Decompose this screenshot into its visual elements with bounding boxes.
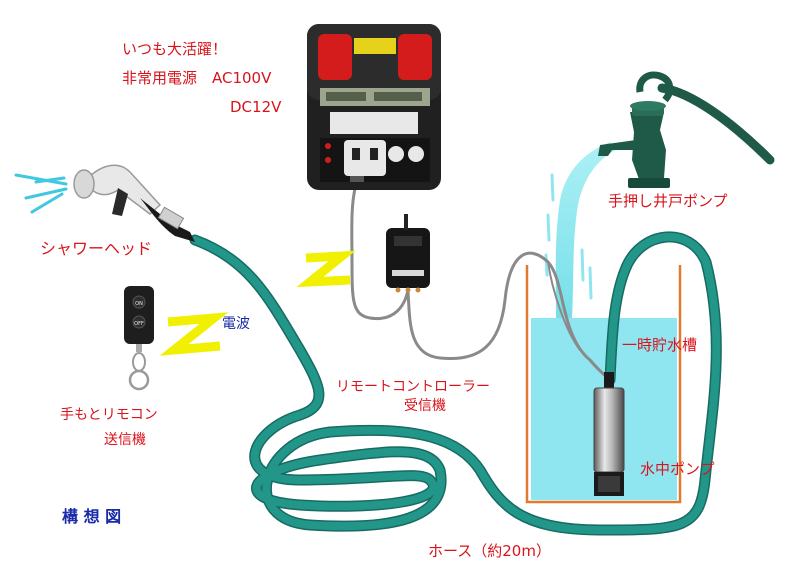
battery-dc-line: DC12V [230,98,282,116]
hose-label: ホース（約20m） [428,542,551,560]
water-stream [546,142,616,318]
shower-head [16,165,195,242]
battery-name-line: 非常用電源 AC100V [122,69,272,87]
radio-zigzag [168,256,350,350]
radio-wave-label: 電波 [222,316,250,332]
remote-hand-label-2: 送信機 [104,432,146,448]
receiver-label-1: リモートコントローラー [336,379,490,395]
storage-tank-label: 一時貯水槽 [622,336,697,354]
hand-pump [598,75,770,188]
remote-transmitter: ON OFF [124,286,154,389]
concept-title: 構 想 図 [62,507,121,526]
submersible-pump [594,372,624,496]
remote-hand-label-1: 手もとリモコン [60,407,158,423]
battery-tagline: いつも大活躍！ [122,40,227,58]
remote-on-text: ON [135,301,143,307]
submersible-pump-label: 水中ポンプ [640,460,715,478]
power-station [307,24,441,190]
shower-head-label: シャワーヘッド [40,239,152,258]
receiver-label-2: 受信機 [404,398,446,414]
remote-off-text: OFF [134,321,144,327]
hand-pump-label: 手押し井戸ポンプ [608,192,728,210]
remote-receiver [386,214,430,293]
